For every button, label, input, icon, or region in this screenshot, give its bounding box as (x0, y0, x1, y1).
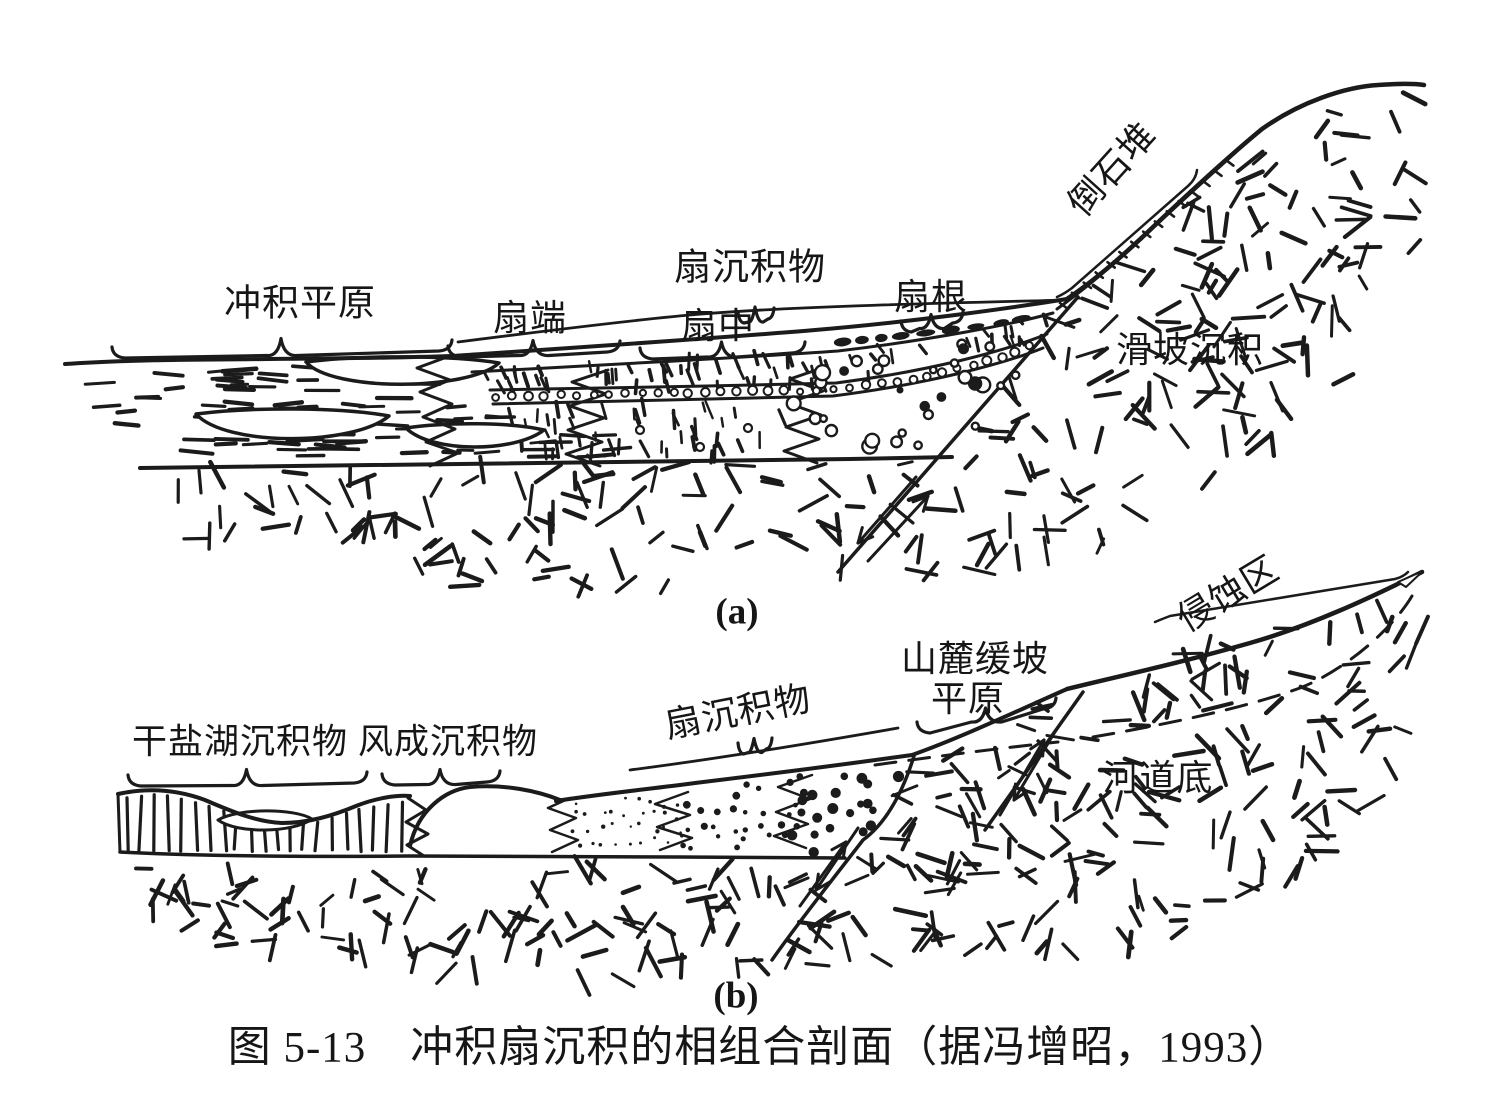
label-piedmont-slope-line1: 山麓缓坡 (901, 639, 1049, 679)
panel-a-marker: (a) (715, 592, 758, 633)
interfinger-zigzag (415, 355, 460, 468)
playa-left-edge (116, 792, 122, 854)
label-fan-deposits-a: 扇沉积物 (674, 247, 826, 289)
panel-a-clasts (110, 158, 1235, 563)
figure-caption: 图 5-13 冲积扇沉积的相组合剖面（据冯增昭，1993） (228, 1025, 1293, 1072)
label-dry-playa-deposits: 干盐湖沉积物 (132, 723, 348, 762)
interfinger-zigzag (546, 796, 580, 854)
label-aeolian-deposits: 风成沉积物 (358, 723, 538, 762)
fault-line (770, 754, 916, 962)
erosion-slope (1064, 569, 1425, 692)
panel-a-hatching (83, 90, 1428, 599)
panel-b-clasts (126, 696, 1058, 908)
label-erosion-area: 侵蚀区 (1170, 548, 1286, 639)
interfinger-zigzag (564, 368, 610, 468)
aeolian-dome (408, 784, 562, 848)
label-channel-bottom: 河道底 (1102, 758, 1213, 798)
channel-lens (194, 407, 391, 441)
label-piedmont-slope-line2: 平原 (931, 679, 1005, 719)
landslide-tick (1075, 347, 1105, 359)
talus-label-bracket (1055, 168, 1199, 299)
interfinger-zigzag (653, 790, 694, 852)
label-fan-root: 扇根 (894, 277, 968, 317)
panel-b-hatching (125, 598, 1430, 997)
deposit-base-line (118, 850, 847, 860)
fault-line (983, 690, 1085, 832)
panel-b-drawing (116, 569, 1430, 997)
label-talus: 倒石堆 (1060, 114, 1164, 223)
alluvial-plain-surface (63, 354, 454, 366)
channel-lens (304, 355, 501, 386)
panel-b-marker: (b) (713, 976, 758, 1017)
interfinger-zigzag (772, 773, 814, 850)
fan-deposits-bracket (456, 298, 1070, 344)
fan-surface (554, 753, 914, 803)
panel-a-drawing (63, 81, 1428, 599)
label-alluvial-plain: 冲积平原 (224, 284, 376, 325)
label-landslide-deposits: 滑坡沉积 (1116, 330, 1264, 370)
label-fan-mid: 扇中 (681, 306, 755, 346)
channel-bottom-dashed-line (1091, 594, 1414, 739)
peak-nib (1397, 570, 1424, 588)
talus-band-line (1055, 150, 1238, 311)
gravel-band-bottom (491, 346, 1045, 406)
fan-upper-layer-base (470, 311, 1055, 374)
erosion-area-bracket (1153, 570, 1410, 624)
playa-top-line (116, 788, 412, 825)
label-fan-deposits-b: 扇沉积物 (662, 678, 815, 746)
fault-line (836, 295, 1080, 574)
piedmont-surface (910, 687, 1069, 757)
channel-lens (404, 422, 546, 449)
fan-top-surface (450, 297, 1069, 358)
deposit-base-line (138, 455, 954, 470)
label-fan-toe: 扇端 (493, 298, 567, 338)
